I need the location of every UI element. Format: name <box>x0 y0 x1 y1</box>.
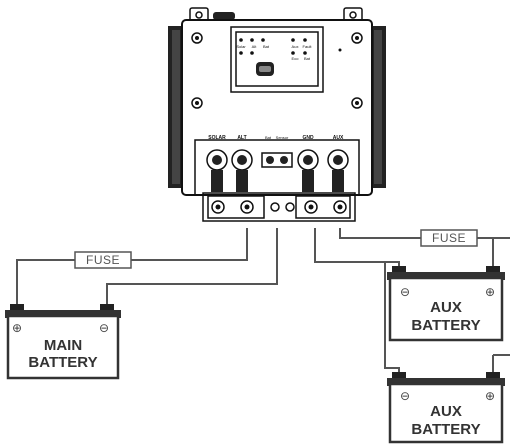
main-battery-line1: MAIN <box>44 337 82 354</box>
main-positive-wire <box>16 228 248 304</box>
sensor-label-sensor: Sensor <box>276 135 289 140</box>
plus-icon: ⊕ <box>485 285 495 299</box>
minus-icon: ⊖ <box>99 321 109 335</box>
aux-fuse: FUSE <box>420 229 478 247</box>
minus-icon: ⊖ <box>400 389 410 403</box>
led-label-bat: Bat <box>263 44 270 49</box>
main-battery: ⊕ ⊖ MAIN BATTERY <box>5 304 121 380</box>
main-fuse: FUSE <box>74 251 132 269</box>
plus-icon: ⊕ <box>485 389 495 403</box>
aux-negative-wire <box>314 228 400 372</box>
led-label-bat-2: Bat <box>304 56 311 61</box>
main-negative-wire <box>106 228 278 304</box>
main-battery-line2: BATTERY <box>28 354 97 371</box>
main-fuse-label: FUSE <box>86 253 120 267</box>
plus-icon: ⊕ <box>12 321 22 335</box>
screw-icon <box>191 32 363 109</box>
aux-battery-top-line2: BATTERY <box>411 317 480 334</box>
terminal-label-alt: ALT <box>237 135 246 141</box>
led-label-solar: Solar <box>236 44 246 49</box>
terminal-label-gnd: GND <box>302 135 314 141</box>
sensor-label-bat: Bat <box>265 135 272 140</box>
aux-battery-bottom-line1: AUX <box>430 403 462 420</box>
terminal-label-solar: SOLAR <box>208 135 226 141</box>
aux-battery-bottom-line2: BATTERY <box>411 421 480 438</box>
aux-fuse-label: FUSE <box>432 231 466 245</box>
charge-controller: Solar Alt Bat Aux Fault Eco Bat SOLAR AL… <box>168 7 386 222</box>
led-label-aux: Aux <box>292 44 299 49</box>
terminal-label-aux: AUX <box>333 135 344 141</box>
aux-battery-top: ⊖ ⊕ AUX BATTERY <box>387 266 505 342</box>
led-label-eco: Eco <box>292 56 300 61</box>
terminal-icon <box>206 149 349 171</box>
led-label-alt: Alt <box>252 44 258 49</box>
minus-icon: ⊖ <box>400 285 410 299</box>
aux-battery-bottom: ⊖ ⊕ AUX BATTERY <box>387 372 505 444</box>
led-label-fault: Fault <box>303 44 313 49</box>
aux-battery-top-line1: AUX <box>430 299 462 316</box>
